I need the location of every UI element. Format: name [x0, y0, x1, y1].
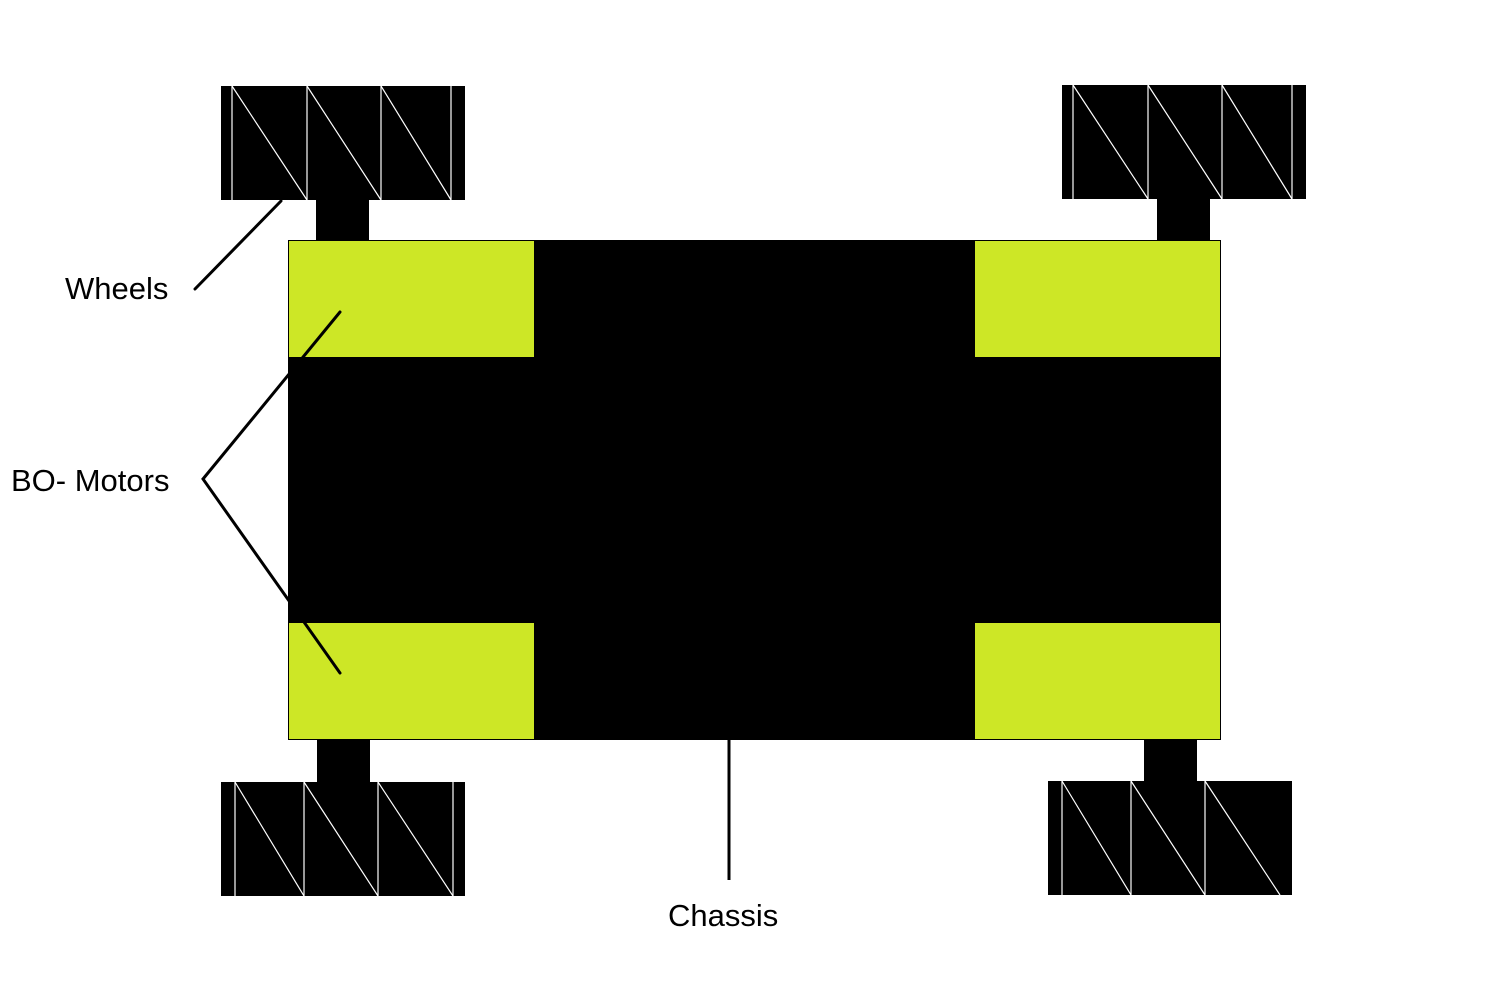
motor-bottom-left — [289, 623, 534, 739]
wheel-bottom-right — [1048, 780, 1292, 896]
wheel-top-left — [221, 85, 465, 201]
wheels-leader-line — [193, 199, 283, 291]
wheel-top-right — [1062, 84, 1306, 200]
motor-top-left — [289, 241, 534, 357]
axle-bottom-right — [1144, 740, 1197, 784]
axle-bottom-left — [317, 740, 370, 784]
axle-top-right — [1157, 198, 1210, 242]
wheel-bottom-left — [221, 781, 465, 897]
wheels-label: Wheels — [65, 271, 168, 306]
motors-leader-line — [201, 310, 342, 675]
motors-label: BO- Motors — [11, 463, 169, 498]
axle-top-left — [316, 198, 369, 242]
chassis-label: Chassis — [668, 898, 778, 933]
motor-top-right — [975, 241, 1220, 357]
motor-bottom-right — [975, 623, 1220, 739]
